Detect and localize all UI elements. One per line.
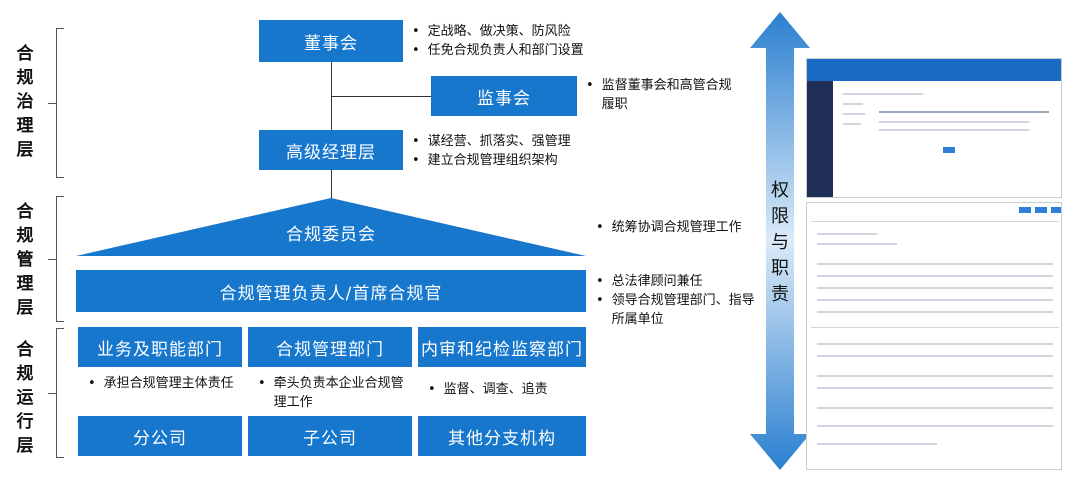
label-management-layer: 合规管理层 [16, 202, 34, 318]
senior-management-box: 高级经理层 [259, 130, 403, 170]
cco-bullets: 总法律顾问兼任 领导合规管理部门、指导所属单位 [596, 272, 758, 329]
compliance-dept-box: 合规管理部门 [248, 327, 412, 367]
business-dept-bullets: 承担合规管理主体责任 [88, 374, 238, 393]
bullet-item: 牵头负责本企业合规管理工作 [258, 374, 408, 412]
screenshot-line [817, 243, 897, 245]
bullet-item: 领导合规管理部门、指导所属单位 [596, 291, 758, 329]
audit-dept-bullets: 监督、调查、追责 [428, 380, 578, 399]
audit-dept-box: 内审和纪检监察部门 [418, 327, 586, 367]
bullet-item: 总法律顾问兼任 [596, 272, 758, 291]
system-screenshot-bottom [806, 202, 1062, 470]
supervisors-bullets: 监督董事会和高管合规履职 [586, 76, 736, 114]
business-dept-box: 业务及职能部门 [78, 327, 242, 367]
screenshot-line [879, 111, 1049, 113]
screenshot-button [1019, 207, 1031, 213]
subsidiary-box: 子公司 [248, 416, 412, 456]
connector-senior-committee [331, 168, 332, 200]
committee-bullets: 统筹协调合规管理工作 [596, 218, 742, 237]
screenshot-line [817, 311, 1053, 313]
screenshot-line [817, 375, 1053, 377]
bracket-governance [56, 28, 64, 178]
screenshot-line [817, 263, 1053, 265]
connector-to-supervisors [331, 96, 431, 97]
bullet-item: 监督、调查、追责 [428, 380, 578, 399]
label-governance-layer: 合规治理层 [16, 44, 34, 160]
branch-box: 分公司 [78, 416, 242, 456]
screenshot-line [817, 355, 1053, 357]
screenshot-line [843, 93, 923, 95]
screenshot-header [807, 59, 1061, 81]
bullet-item: 建立合规管理组织架构 [412, 151, 571, 170]
screenshot-button [1035, 207, 1047, 213]
bullet-item: 谋经营、抓落实、强管理 [412, 132, 571, 151]
screenshot-line [879, 129, 1029, 131]
committee-triangle [76, 198, 586, 256]
screenshot-line [817, 275, 1053, 277]
cco-box: 合规管理负责人/首席合规官 [76, 270, 586, 312]
screenshot-sidebar [807, 81, 833, 197]
board-box: 董事会 [259, 20, 403, 62]
bracket-tick [48, 259, 56, 260]
supervisors-box: 监事会 [431, 76, 577, 116]
screenshot-line [817, 287, 1053, 289]
system-screenshot-top [806, 58, 1062, 198]
other-branch-box: 其他分支机构 [418, 416, 586, 456]
board-bullets: 定战略、做决策、防风险 任免合规负责人和部门设置 [412, 22, 584, 60]
bracket-tick [48, 393, 56, 394]
screenshot-line [811, 221, 1059, 222]
screenshot-button [943, 147, 955, 153]
screenshot-line [817, 343, 1053, 345]
bullet-item: 监督董事会和高管合规履职 [586, 76, 736, 114]
screenshot-line [817, 387, 1053, 389]
label-operation-layer: 合规运行层 [16, 340, 34, 456]
bracket-management [56, 196, 64, 322]
bullet-item: 定战略、做决策、防风险 [412, 22, 584, 41]
screenshot-line [879, 121, 1029, 123]
bullet-item: 承担合规管理主体责任 [88, 374, 238, 393]
bullet-item: 任免合规负责人和部门设置 [412, 41, 584, 60]
screenshot-line [817, 443, 937, 445]
senior-bullets: 谋经营、抓落实、强管理 建立合规管理组织架构 [412, 132, 571, 170]
arrow-label: 权限与职责 [771, 180, 789, 305]
bracket-operation [56, 328, 64, 458]
committee-label: 合规委员会 [286, 225, 376, 245]
screenshot-line [843, 123, 861, 125]
screenshot-line [817, 407, 1053, 409]
bullet-item: 统筹协调合规管理工作 [596, 218, 742, 237]
screenshot-line [843, 113, 865, 115]
screenshot-line [817, 425, 1053, 427]
screenshot-line [843, 103, 863, 105]
screenshot-line [817, 299, 1053, 301]
compliance-dept-bullets: 牵头负责本企业合规管理工作 [258, 374, 408, 412]
authority-double-arrow [750, 12, 810, 470]
screenshot-line [811, 327, 1059, 328]
screenshot-line [817, 233, 877, 235]
screenshot-button [1051, 207, 1061, 213]
bracket-tick [48, 103, 56, 104]
